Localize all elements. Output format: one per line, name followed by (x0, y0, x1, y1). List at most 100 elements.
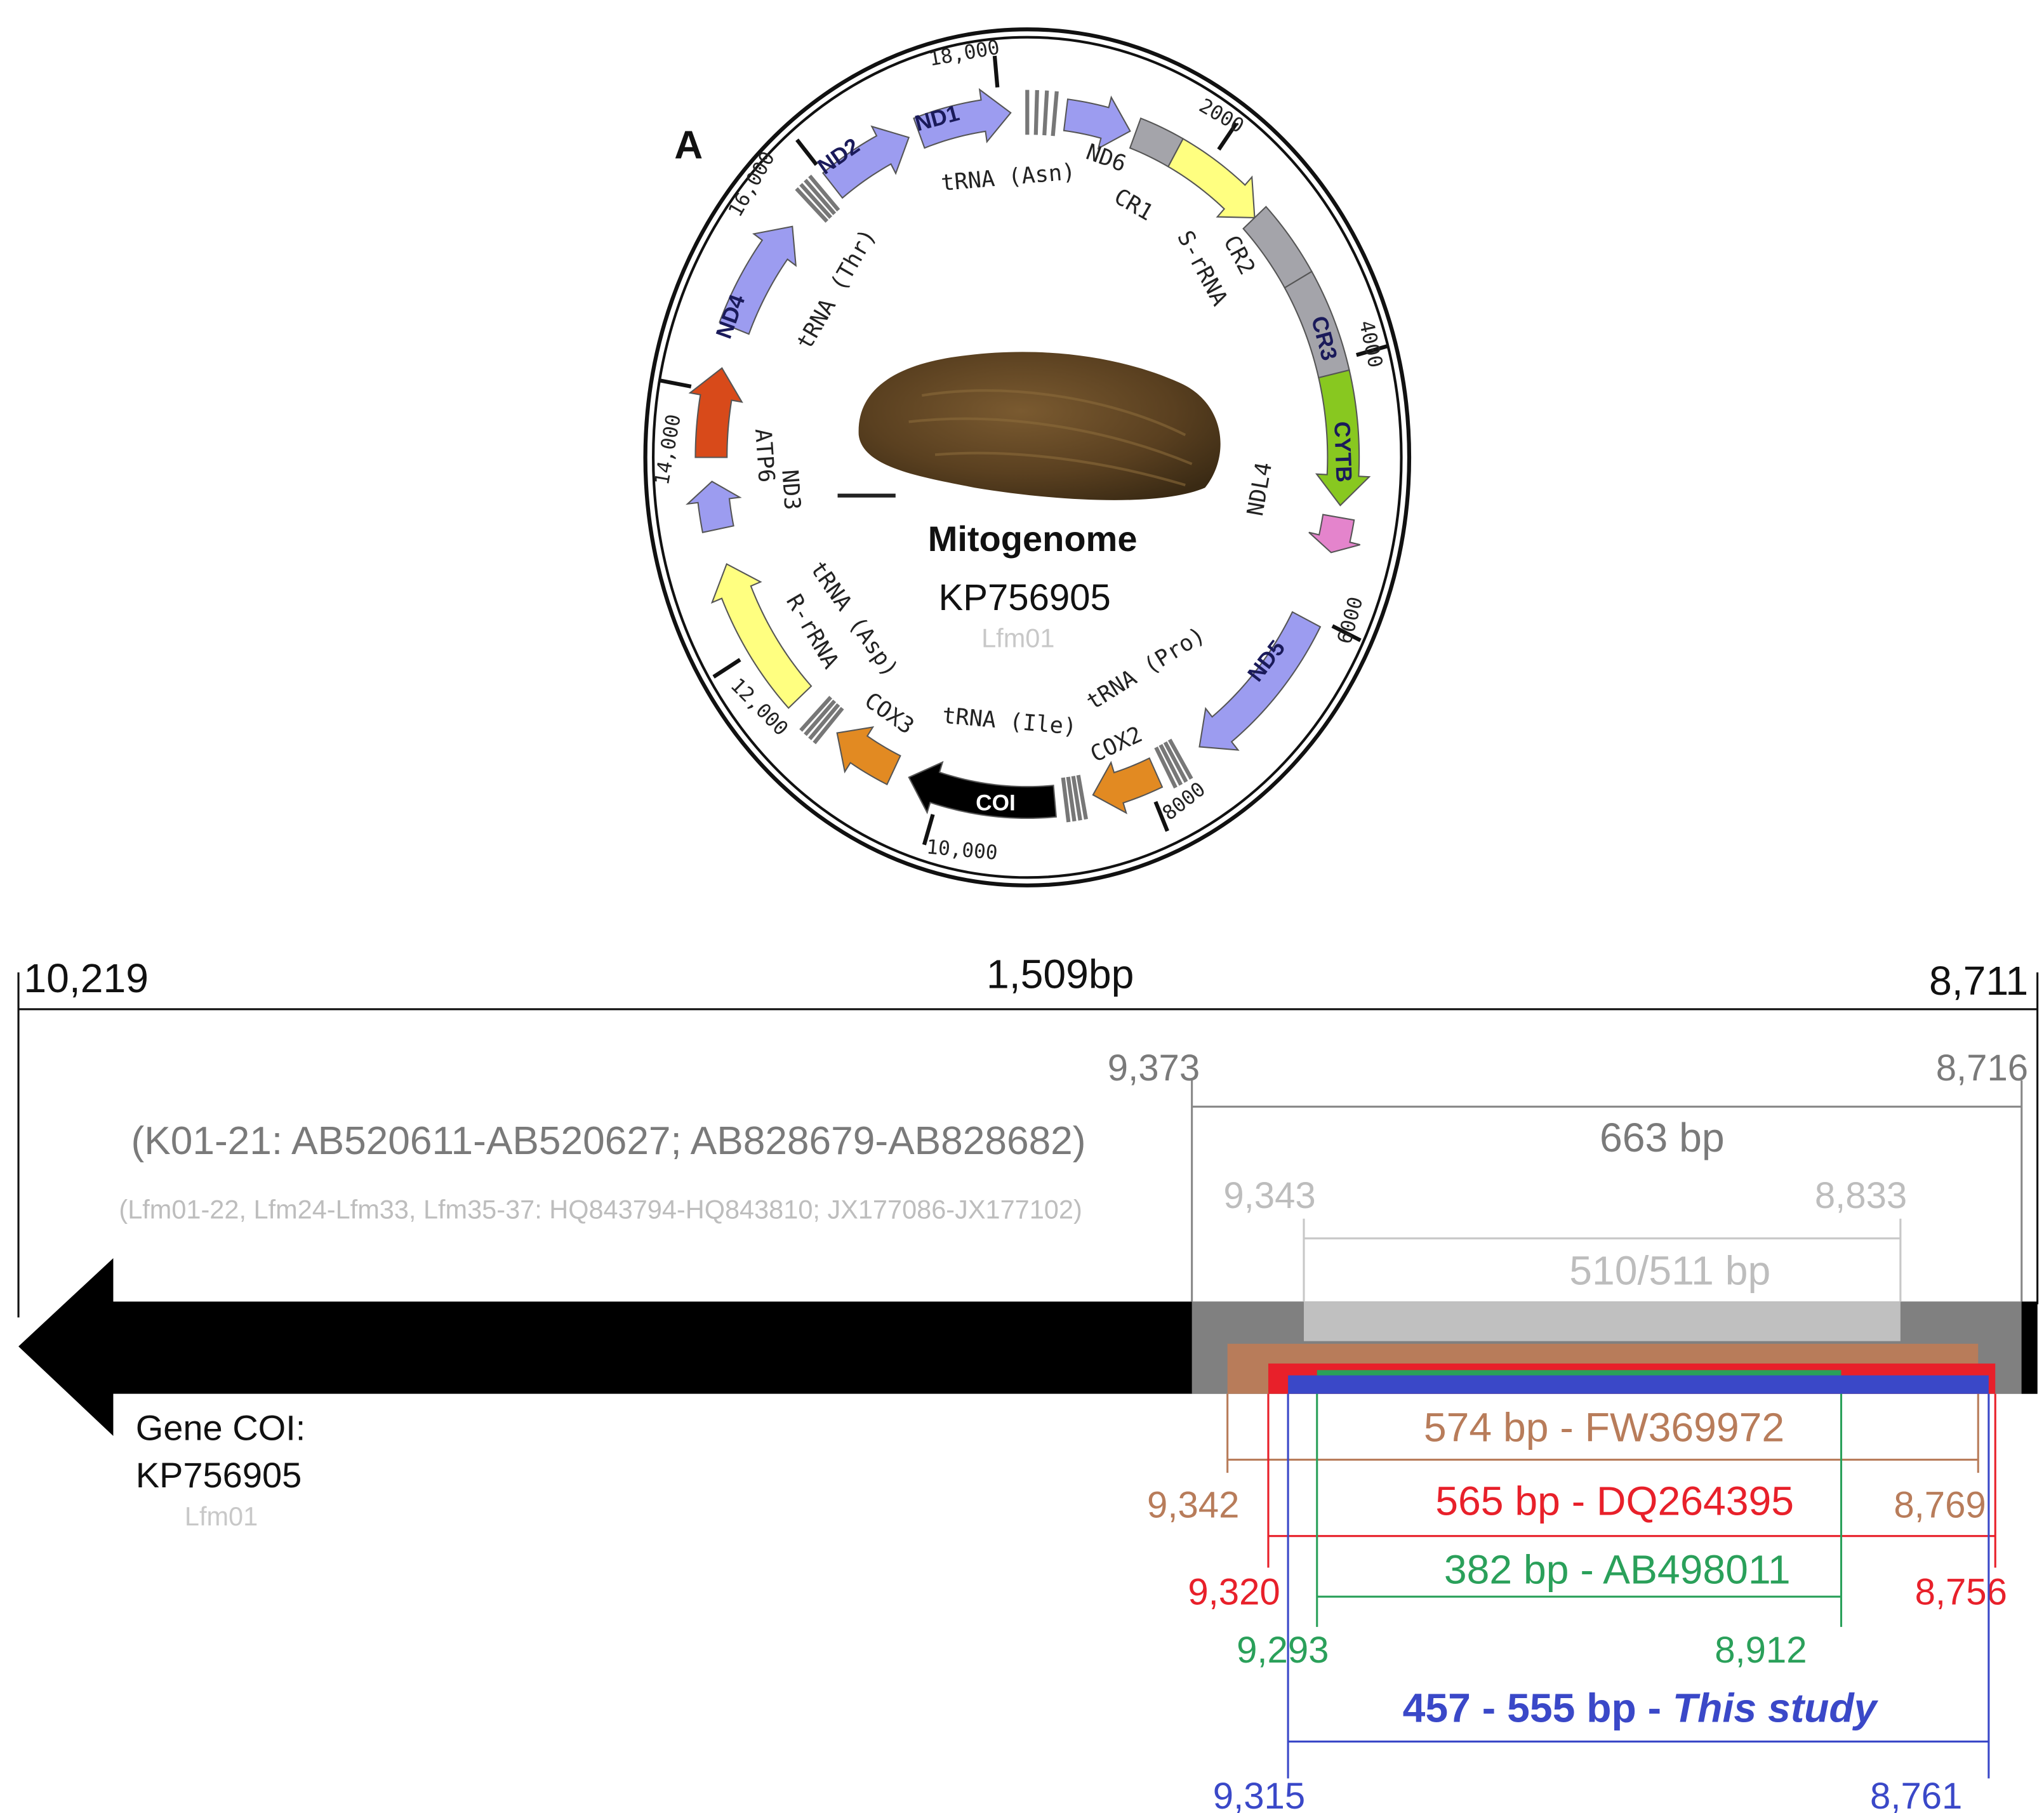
gene-nd4-feature (719, 225, 797, 335)
fragment-label: 574 bp - FW369972 (1424, 1404, 1784, 1450)
gene-label: NDL4 (1242, 460, 1277, 518)
gene-label: CR1 (1110, 183, 1158, 226)
gene-r-rrna-feature (710, 563, 813, 709)
gene-trna-thr-feature (799, 183, 833, 219)
mussel-shell-photo (858, 352, 1221, 500)
tick-mark (712, 658, 741, 679)
fragment-label-text: 565 bp - DQ264395 (1435, 1478, 1794, 1524)
tick-marks (660, 55, 1388, 846)
fragment-bar (1288, 1375, 1989, 1394)
gene-label: CYTB (1329, 421, 1356, 482)
tick-label: 14,000 (651, 413, 686, 487)
center-title: Mitogenome (928, 519, 1138, 559)
fragment-start-position: 9,373 (1108, 1047, 1200, 1089)
gene-trna-asn-feature (1042, 90, 1049, 136)
gene-trna-asp-feature (808, 703, 840, 740)
gene-label: COX2 (1087, 721, 1146, 767)
fragment-end-position: 8,716 (1936, 1047, 2028, 1089)
fragment-end-position: 8,756 (1915, 1572, 2007, 1613)
linear-coi-map: 10,219 1,509bp 8,711 (K01-21: AB520611-A… (17, 952, 2039, 1813)
gene-label: CR3 (1306, 314, 1342, 363)
ruler-end: 8,711 (1929, 958, 2028, 1004)
gene-nd3-feature (686, 481, 742, 533)
gene-label: tRNA (Ile) (941, 703, 1078, 740)
reference-accessions-main: (K01-21: AB520611-AB520627; AB828679-AB8… (131, 1119, 1086, 1163)
tick-mark (922, 814, 935, 846)
gene-nd2-feature (821, 125, 910, 199)
gene-label: S-rRNA (1172, 227, 1233, 310)
gene-label: tRNA (Pro) (1082, 621, 1210, 715)
fragment-label: 663 bp (1600, 1115, 1725, 1160)
gene-label: tRNA (Asn) (940, 159, 1077, 196)
center-accession: KP756905 (939, 577, 1111, 618)
amplicon-fragments: 9,373 8,716 663 bp 9,343 8,833 510/511 bp 9,34… (1108, 1047, 2038, 1813)
gene-coi-label: Gene COI: (136, 1407, 306, 1447)
gene-label: ATP6 (750, 428, 780, 484)
fragment-label-text: 457 - 555 bp - (1403, 1685, 1673, 1730)
gene-s-rrna-feature (1167, 138, 1256, 218)
ruler-length: 1,509bp (986, 952, 1134, 997)
tick-label: 8000 (1158, 778, 1210, 825)
reference-accessions-secondary: (Lfm01-22, Lfm24-Lfm33, Lfm35-37: HQ8437… (119, 1195, 1082, 1225)
fragment-start-position: 9,315 (1213, 1776, 1305, 1813)
fragment-label-text: 663 bp (1600, 1115, 1725, 1160)
fragment-end-position: 8,912 (1715, 1630, 1807, 1671)
fragment-start-position: 9,293 (1237, 1630, 1329, 1671)
gene-trna-ile-feature (1061, 777, 1071, 823)
tick-mark (660, 378, 692, 388)
tick-mark (992, 55, 1000, 88)
gene-trna-asp-feature (813, 707, 844, 745)
fragment-bar (1303, 1301, 1901, 1341)
gene-trna-pro-feature (1154, 747, 1178, 789)
fragment-start-position: 9,343 (1223, 1175, 1315, 1216)
inner-ring (651, 36, 1403, 879)
fragment-label-text: 574 bp - FW369972 (1424, 1404, 1784, 1450)
gene-coi-feature (908, 760, 1057, 820)
gene-coi-accession: KP756905 (136, 1455, 302, 1495)
fragment-label: 510/511 bp (1569, 1247, 1770, 1293)
gene-trna-thr-feature (808, 175, 840, 212)
gene-trna-ile-feature (1066, 776, 1077, 822)
gene-trna-pro-feature (1158, 744, 1183, 786)
gene-label: tRNA (Thr) (792, 224, 882, 354)
gene-nd1-feature (913, 88, 1012, 149)
fragment-start-position: 9,320 (1188, 1572, 1280, 1613)
gene-cox2-feature (1092, 757, 1164, 814)
gene-trna-ile-feature (1071, 776, 1082, 821)
gene-nd5-feature (1198, 611, 1322, 751)
gene-label: COI (976, 791, 1016, 816)
outer-ring (643, 27, 1412, 887)
gene-trna-asp-feature (799, 696, 833, 732)
coi-gene-end (2021, 1301, 2038, 1394)
fragment-label: 382 bp - AB498011 (1444, 1546, 1791, 1592)
gene-trna-asn-feature (1033, 90, 1039, 135)
fragment-label: 565 bp - DQ264395 (1435, 1478, 1794, 1524)
gene-nd6-feature (1063, 95, 1131, 150)
gene-cox3-feature (836, 726, 901, 786)
gene-trna-ile-feature (1076, 774, 1088, 820)
gene-cytb-feature (1315, 369, 1371, 507)
gene-label: ND6 (1083, 139, 1130, 177)
gene-trna-asn-feature (1051, 91, 1059, 136)
fragment-end-position: 8,761 (1870, 1776, 1962, 1813)
fragment-label-source: This study (1673, 1685, 1879, 1730)
gene-atp6-feature (688, 367, 743, 458)
center-specimen: Lfm01 (981, 623, 1054, 653)
tick-mark (1355, 344, 1388, 357)
panel-label: A (674, 124, 703, 168)
tick-mark (1331, 624, 1362, 642)
fragment-label: 457 - 555 bp - This study (1403, 1685, 1879, 1730)
gene-trna-asp-feature (804, 700, 837, 736)
fragment-label-text: 382 bp - AB498011 (1444, 1546, 1791, 1592)
fragment-end-position: 8,833 (1815, 1175, 1907, 1216)
gene-features (686, 88, 1371, 823)
fragment-start-position: 9,342 (1147, 1485, 1239, 1526)
tick-mark (1217, 122, 1238, 151)
gene-trna-thr-feature (795, 187, 829, 223)
gene-trna-thr-feature (804, 178, 837, 215)
fragment-label-text: 510/511 bp (1569, 1247, 1770, 1293)
gene-coi-specimen: Lfm01 (185, 1501, 258, 1531)
gene-label: ND3 (776, 468, 805, 510)
